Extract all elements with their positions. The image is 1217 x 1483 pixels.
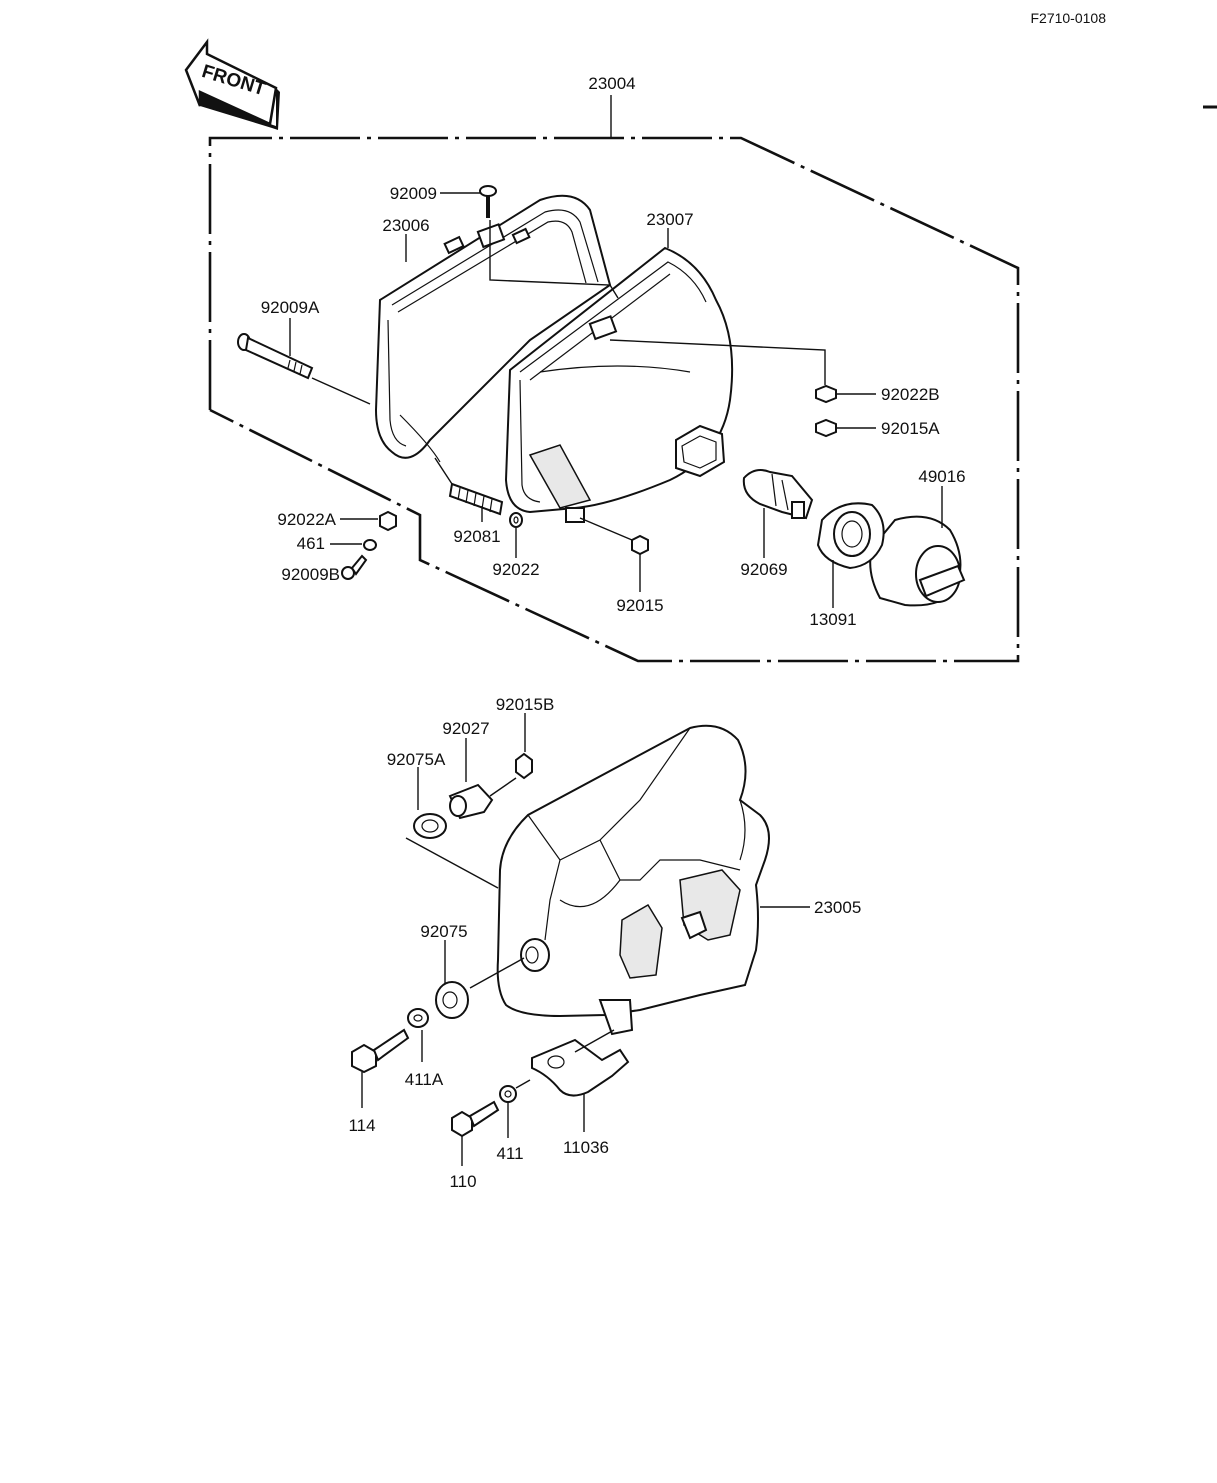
label-110: 110 [449, 1172, 476, 1191]
part-92009B-screw [341, 554, 368, 580]
part-92015-nut [579, 517, 649, 592]
part-92069-bulb [742, 469, 814, 558]
part-49016-socket-cover [869, 486, 966, 607]
part-92009A-adjust-screw [237, 318, 371, 405]
label-461: 461 [297, 534, 325, 553]
label-92009B: 92009B [281, 565, 340, 584]
part-23005-housing [496, 724, 810, 1036]
label-13091: 13091 [809, 610, 856, 629]
label-92022B: 92022B [881, 385, 940, 404]
part-92075A-grommet [405, 767, 499, 889]
part-411-washer [499, 1079, 531, 1138]
part-23007-sealed-beam [504, 246, 734, 523]
label-23006: 23006 [382, 216, 429, 235]
part-23006-rim [374, 194, 612, 463]
label-92009: 92009 [390, 184, 437, 203]
part-13091-socket [816, 502, 885, 608]
part-92022B-washer [609, 339, 876, 404]
label-114: 114 [348, 1116, 375, 1135]
label-23007: 23007 [646, 210, 693, 229]
front-direction-arrow-icon: FRONT [184, 38, 280, 130]
label-92075: 92075 [420, 922, 467, 941]
label-23004: 23004 [588, 74, 635, 93]
label-11036: 11036 [563, 1138, 609, 1157]
part-114-bolt [351, 1028, 410, 1108]
label-92027: 92027 [442, 719, 489, 738]
label-411: 411 [496, 1144, 523, 1163]
part-461-washer [330, 539, 377, 551]
part-92009-screw [440, 185, 619, 299]
label-92069: 92069 [740, 560, 787, 579]
part-92022A-nut [340, 510, 397, 532]
part-92022-washer [509, 512, 523, 558]
label-92081: 92081 [453, 527, 500, 546]
label-92075A: 92075A [387, 750, 446, 769]
part-92015A-nut [815, 418, 876, 438]
part-11036-bracket [531, 1029, 630, 1132]
part-92075-grommet [435, 940, 525, 1019]
part-411A-washer [407, 1008, 429, 1062]
label-49016: 49016 [918, 467, 965, 486]
label-411A: 411A [405, 1070, 444, 1089]
label-92009A: 92009A [261, 298, 320, 317]
drawing-code: F2710-0108 [1030, 10, 1106, 26]
label-92022: 92022 [492, 560, 539, 579]
label-23005: 23005 [814, 898, 861, 917]
part-92015B-nut [489, 713, 533, 797]
label-92015B: 92015B [496, 695, 555, 714]
part-92081-spring [434, 457, 504, 522]
label-92015A: 92015A [881, 419, 940, 438]
part-92027-collar [448, 738, 494, 820]
assembly-23004-outline [208, 95, 1020, 663]
label-92022A: 92022A [277, 510, 336, 529]
label-92015: 92015 [616, 596, 663, 615]
part-110-bolt [451, 1100, 500, 1166]
